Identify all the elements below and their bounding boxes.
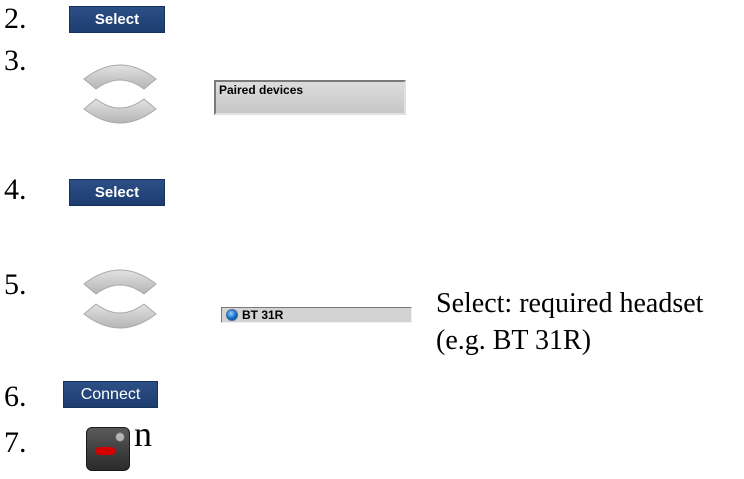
step-number-5: 5. bbox=[4, 268, 27, 301]
navigation-key-icon[interactable] bbox=[80, 260, 160, 338]
instruction-line-1: Select: required headset bbox=[436, 288, 704, 319]
select-softkey-step-2[interactable]: Select bbox=[69, 6, 165, 33]
step-number-7: 7. bbox=[4, 426, 27, 459]
end-key-bar bbox=[96, 447, 115, 455]
end-key-suffix: n bbox=[134, 414, 152, 454]
headset-list-item[interactable]: BT 31R bbox=[221, 307, 412, 323]
paired-devices-display: Paired devices bbox=[214, 80, 406, 115]
select-softkey-step-4[interactable]: Select bbox=[69, 179, 165, 206]
end-call-key-icon[interactable] bbox=[86, 427, 130, 471]
bluetooth-device-icon bbox=[226, 309, 238, 321]
display-label: Paired devices bbox=[219, 83, 304, 97]
connect-softkey[interactable]: Connect bbox=[63, 381, 158, 408]
headset-name: BT 31R bbox=[242, 308, 284, 322]
step-number-3: 3. bbox=[4, 44, 27, 77]
end-key-dot bbox=[115, 432, 125, 442]
step-number-6: 6. bbox=[4, 380, 27, 413]
instruction-line-2: (e.g. BT 31R) bbox=[436, 325, 592, 356]
step-number-2: 2. bbox=[4, 2, 27, 35]
step-number-4: 4. bbox=[4, 173, 27, 206]
navigation-key-icon[interactable] bbox=[80, 55, 160, 133]
